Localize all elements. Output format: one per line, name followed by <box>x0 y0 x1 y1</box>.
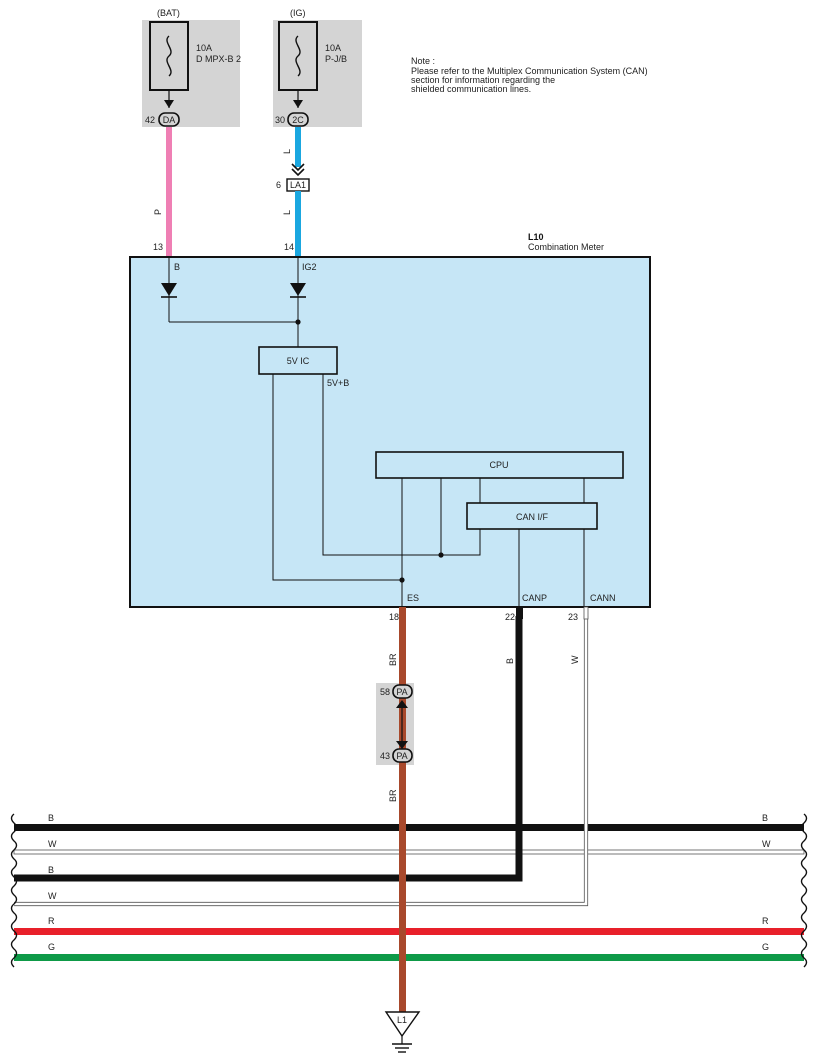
fuse-ig-rating: 10A <box>325 43 341 53</box>
pin-canp-label: CANP <box>522 593 547 603</box>
pin-ig2-label: IG2 <box>302 262 317 272</box>
cpu-box <box>375 451 624 479</box>
fuse-ig-name: P-J/B <box>325 54 347 64</box>
pin-23-num: 23 <box>568 612 578 622</box>
fuse-bat-symbol <box>166 35 172 77</box>
ground-label: L1 <box>397 1015 407 1025</box>
junction-bottom-pin: 43 <box>380 751 390 761</box>
bus-w1-right: W <box>762 839 771 849</box>
fuse-ig: (IG) 10A P-J/B 30 2C <box>273 8 362 127</box>
wire-ig-blue-upper <box>295 127 301 167</box>
component-id: L10 <box>528 232 544 242</box>
pin-es-label: ES <box>407 593 419 603</box>
bus-line-g <box>14 954 804 961</box>
inline-connector-la1-pin: 6 <box>276 180 281 190</box>
wire-canp-code: B <box>505 658 515 664</box>
bus-line-w2 <box>14 616 588 906</box>
wire-ig-blue-lower <box>295 191 301 257</box>
wire-es-brown <box>399 607 406 1017</box>
fuse-bat: (BAT) 10A D MPX-B 2 42 DA <box>142 8 241 127</box>
can-if-label: CAN I/F <box>516 512 549 522</box>
wire-ig-lower-code: L <box>282 210 292 215</box>
bus-line-r <box>14 928 804 935</box>
note-heading: Note : <box>411 56 435 66</box>
fuse-ig-pin: 30 <box>275 115 285 125</box>
ic-5v-label: 5V IC <box>287 356 310 366</box>
connector-2c <box>287 112 309 127</box>
bus-break-right-icon <box>800 813 808 968</box>
bus-w2-left: W <box>48 891 57 901</box>
fuse-bat-box <box>142 20 240 127</box>
can-if-box <box>466 502 598 530</box>
ic-5v-box <box>258 346 338 375</box>
ic-5v-output: 5V+B <box>327 378 349 388</box>
bus-r-right: R <box>762 916 769 926</box>
fuse-ig-arrow-icon <box>293 100 303 108</box>
pin-18-num: 18 <box>389 612 399 622</box>
bus-w1-left: W <box>48 839 57 849</box>
bus-g-right: G <box>762 942 769 952</box>
bus-r-left: R <box>48 916 55 926</box>
inline-connector-la1-label: LA1 <box>290 180 306 190</box>
note-line-1: Please refer to the Multiplex Communicat… <box>411 66 648 76</box>
pin-22-num: 22 <box>505 612 515 622</box>
wire-canp-black <box>516 607 523 619</box>
pin-cann-label: CANN <box>590 593 616 603</box>
wire-ig-upper-code: L <box>282 149 292 154</box>
pin-14-num: 14 <box>284 242 294 252</box>
junction-top-connector <box>392 684 413 699</box>
wire-es-lower-code: BR <box>388 789 398 802</box>
fuse-bat-rating: 10A <box>196 43 212 53</box>
meter-body <box>129 256 651 608</box>
combination-meter: B IG2 5V IC 5V+B CPU CAN I/F ES CANP CAN… <box>129 256 651 608</box>
component-name: Combination Meter <box>528 242 604 252</box>
junction-dot <box>295 319 301 325</box>
fuse-bat-pin: 42 <box>145 115 155 125</box>
junction-top-connector-label: PA <box>396 687 407 697</box>
wire-bat-code: P <box>153 209 163 215</box>
fuse-ig-symbol <box>295 35 301 77</box>
bus-b2-left: B <box>48 865 54 875</box>
wire-es-upper-code: BR <box>388 653 398 666</box>
bus-b1-left: B <box>48 813 54 823</box>
note: Note : Please refer to the Multiplex Com… <box>411 56 648 94</box>
bus-line-w1 <box>13 849 805 855</box>
bus-b1-right: B <box>762 813 768 823</box>
fuse-bat-source: (BAT) <box>157 8 180 18</box>
ground-symbol: L1 <box>384 1011 421 1053</box>
bus-g-left: G <box>48 942 55 952</box>
note-line-2: section for information regarding the <box>411 75 555 85</box>
inline-connector-chevron-icon <box>291 163 305 177</box>
junction-bottom-connector <box>392 748 413 763</box>
bus-lines: B B W W B W R R G G <box>10 616 808 968</box>
diode-b-icon <box>161 283 177 296</box>
junction-top-arrow-icon <box>396 700 408 708</box>
bus-break-left-icon <box>10 813 18 968</box>
pin-13-num: 13 <box>153 242 163 252</box>
connector-da-label: DA <box>163 115 176 125</box>
fuse-bat-name: D MPX-B 2 <box>196 54 241 64</box>
connector-da <box>158 112 180 127</box>
fuse-ig-source: (IG) <box>290 8 306 18</box>
pin-b-label: B <box>174 262 180 272</box>
wire-cann-code: W <box>570 655 580 664</box>
note-line-3: shielded communication lines. <box>411 84 531 94</box>
ground-triangle-icon <box>384 1011 421 1038</box>
bus-line-b1 <box>14 824 804 831</box>
diode-ig2-icon <box>290 283 306 296</box>
wire-cann-white <box>583 606 589 620</box>
junction-bottom-connector-label: PA <box>396 751 407 761</box>
fuse-bat-arrow-icon <box>164 100 174 108</box>
bus-line-b2 <box>14 616 523 882</box>
cpu-label: CPU <box>489 460 508 470</box>
connector-2c-label: 2C <box>292 115 304 125</box>
junction-top-pin: 58 <box>380 687 390 697</box>
wire-bat-pink <box>166 127 172 257</box>
junction-bottom-arrow-icon <box>396 741 408 749</box>
